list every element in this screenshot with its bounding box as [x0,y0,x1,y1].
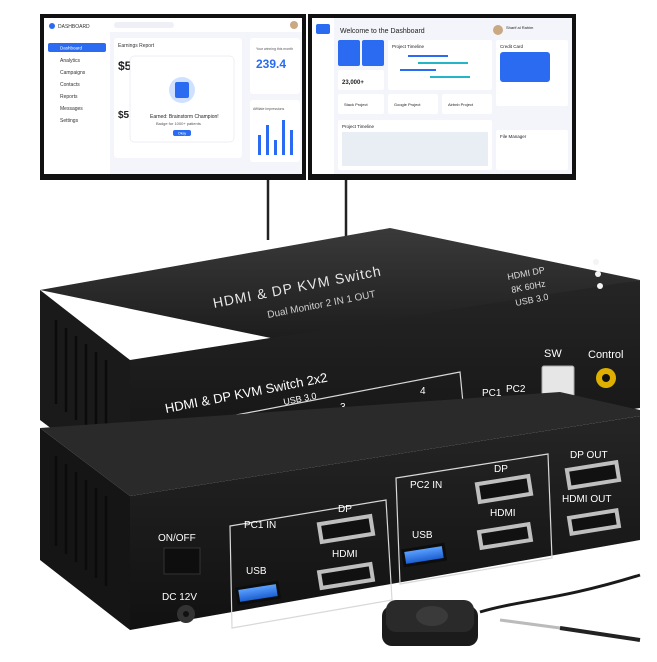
hdmi-out-label: HDMI OUT [562,494,611,505]
wired-remote[interactable] [382,573,641,646]
pc1-usb-label: USB [246,566,267,577]
right-monitor: Welcome to the Dashboard Sharif al Rahim… [308,14,576,180]
stat-value: 239.4 [256,57,286,71]
credit-card-title: Credit Card [500,44,524,49]
port-label-4: 4 [420,386,426,397]
led-2 [595,271,601,277]
kvm-bottom-unit: ON/OFF DC 12V PC1 IN DP HDMI USB PC2 IN … [40,392,640,630]
pc2-hdmi-label: HDMI [490,508,516,519]
popup-okay-button[interactable] [173,130,191,136]
popup-title: Earned: Brainstorm Champion! [150,114,219,120]
popup-button-label: Okay [178,132,186,136]
left-brand: DASHBOARD [58,24,90,30]
led-3 [597,283,603,289]
right-user-name: Sharif al Rahim [506,25,534,30]
on-off-label: ON/OFF [158,533,196,544]
popup-subtitle: Badge for 1000+ patients [156,121,201,126]
project-timeline-title: Project Timeline [342,124,375,129]
pc2-dp-label: DP [494,464,508,475]
left-nav-item-1: Analytics [60,58,81,64]
earnings-value: $5 [118,59,132,73]
file-manager-title: File Manager [500,134,527,139]
project-0: Stack Project [344,102,368,107]
control-label: Control [588,349,623,361]
dp-out-label: DP OUT [570,450,608,461]
right-stat-value: 23,000+ [342,80,364,86]
pc2-in-label: PC2 IN [410,480,442,491]
pc1-in-label: PC1 IN [244,520,276,531]
earnings-label: Earnings Report [118,43,155,49]
left-monitor: DASHBOARD Dashboard Analytics Campaigns … [40,14,306,180]
pc1-hdmi-label: HDMI [332,549,358,560]
pc2-usb-label: USB [412,530,433,541]
left-nav-item-0: Dashboard [60,46,83,51]
dc-label: DC 12V [162,592,197,603]
sw-label: SW [544,348,562,360]
project-1: Google Project [394,102,421,107]
led-1 [593,259,599,265]
left-nav-item-3: Contacts [60,82,80,88]
welcome-title: Welcome to the Dashboard [340,28,425,35]
project-2: Airbnb Project [448,102,474,107]
pc2-label: PC2 [506,384,526,395]
remote-button[interactable] [416,606,448,626]
pc1-dp-label: DP [338,504,352,515]
left-nav-item-6: Settings [60,118,79,124]
pc1-label: PC1 [482,388,502,399]
timeline-title: Project Timeline [392,44,425,49]
earnings-value-2: $5 [118,110,130,121]
power-switch[interactable] [163,547,201,575]
stat-label: Your winning this month [256,47,293,51]
chart-label: Affiliate Impressions [253,107,285,111]
left-nav-item-5: Messages [60,106,83,112]
left-nav-item-2: Campaigns [60,70,86,76]
left-nav-item-4: Reports [60,94,78,100]
